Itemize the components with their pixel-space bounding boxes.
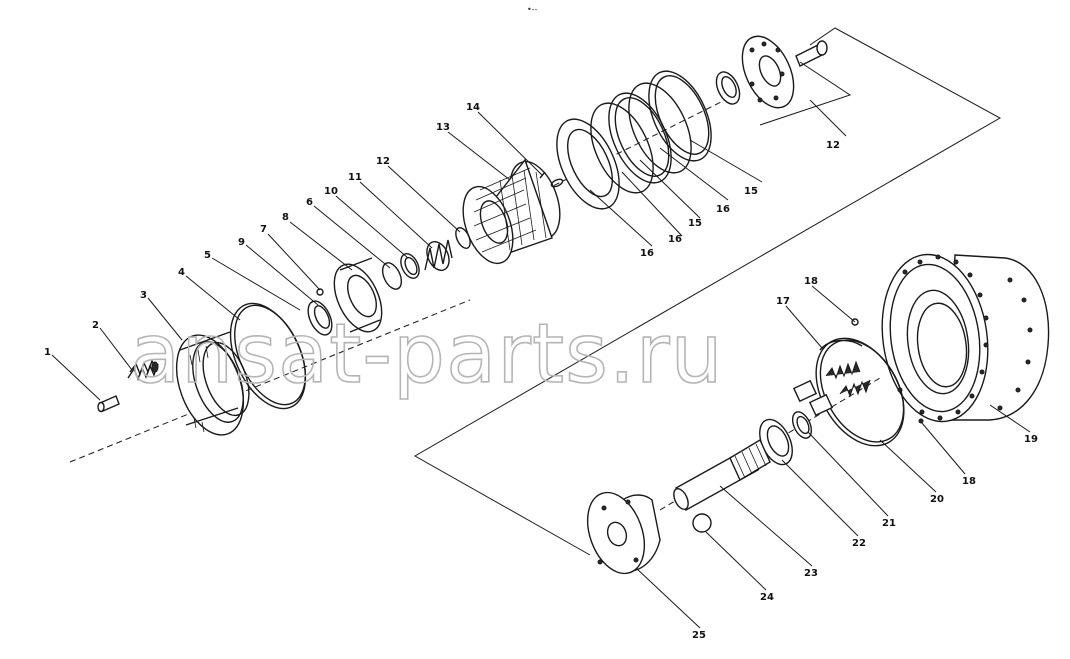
part-2-spring (127, 359, 159, 381)
callout-23: 23 (804, 568, 818, 579)
callout-13: 13 (436, 122, 450, 133)
assembly-axis-lines (69, 27, 1002, 556)
callout-3: 3 (140, 290, 147, 301)
callout-1: 1 (44, 347, 51, 358)
callout-16a: 16 (716, 204, 730, 215)
callout-5: 5 (204, 250, 211, 261)
part-6-bearing (307, 300, 333, 336)
part-bearing-upper (715, 71, 741, 105)
part-9-ring (381, 262, 403, 290)
part-19-main-housing (881, 253, 1050, 423)
callout-18a: 18 (804, 276, 818, 287)
callout-12: 12 (376, 156, 390, 167)
part-bolt-upper (759, 40, 852, 126)
callout-16c: 16 (640, 248, 654, 259)
callout-18b: 18 (962, 476, 976, 487)
callout-9: 9 (238, 237, 245, 248)
housing-bolt-holes (897, 254, 1033, 421)
callout-14: 14 (466, 102, 480, 113)
part-16-friction-plate-front (556, 118, 620, 210)
callout-labels: 1 2 3 4 5 9 7 8 6 10 11 12 13 14 12 15 1… (44, 102, 1038, 641)
callout-4: 4 (178, 267, 185, 278)
part-12-flange-plate (741, 35, 795, 109)
callout-25: 25 (692, 630, 706, 641)
part-14-small-pin (539, 171, 564, 188)
callout-15a: 15 (744, 186, 758, 197)
callout-17: 17 (776, 296, 790, 307)
part-1-pin (97, 395, 120, 413)
part-17-snap-ring (819, 339, 863, 351)
part-4-o-ring (229, 302, 307, 410)
part-3-housing-ring (175, 331, 250, 436)
part-15-plates-stack (590, 70, 712, 194)
callout-10: 10 (324, 186, 338, 197)
part-spring-set-lower (792, 360, 871, 417)
part-13-gear-cylinder (462, 158, 561, 265)
callout-21: 21 (882, 518, 896, 529)
part-24-ball (692, 513, 712, 533)
callout-16b: 16 (668, 234, 682, 245)
part-11-spring (424, 239, 453, 271)
callout-12b: 12 (826, 140, 840, 151)
callout-2: 2 (92, 320, 99, 331)
callout-24: 24 (760, 592, 774, 603)
watermark: ansat-parts.ru (130, 307, 724, 402)
callout-22: 22 (852, 538, 866, 549)
callout-6: 6 (306, 197, 313, 208)
callout-leaders (51, 99, 1031, 629)
callout-8: 8 (282, 212, 289, 223)
part-21-ring (791, 411, 813, 439)
callout-19: 19 (1024, 434, 1038, 445)
callout-20: 20 (930, 494, 944, 505)
part-25-end-cover (586, 491, 661, 575)
callout-11: 11 (348, 172, 362, 183)
top-mark: •-- (527, 5, 538, 14)
part-7-small-pin (316, 288, 324, 296)
callout-15b: 15 (688, 218, 702, 229)
callout-7: 7 (260, 224, 267, 235)
part-23-shaft (673, 438, 771, 511)
part-8-piston (333, 257, 383, 333)
